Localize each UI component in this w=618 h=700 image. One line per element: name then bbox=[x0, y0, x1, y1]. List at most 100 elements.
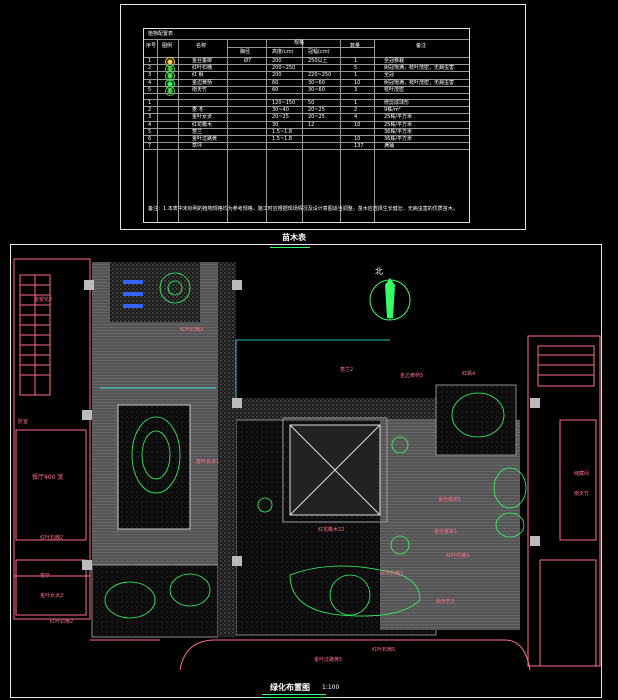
shrubs-row-name: 金叶过路黄 bbox=[192, 136, 218, 142]
shrubs-row-qty: 137 bbox=[354, 143, 364, 150]
trees-row-note: 全冠移栽 bbox=[384, 58, 405, 64]
shrubs-row-note: 25株/平方米 bbox=[384, 121, 413, 128]
right-building bbox=[527, 335, 601, 667]
trees-row-no: 5 bbox=[148, 86, 152, 93]
shrubs-row-name: 金叶女贞 bbox=[192, 114, 213, 121]
building-label-3: 储藏间 bbox=[574, 471, 590, 477]
trees-row-note: 树冠饱满，枝叶茂密，无病虫害 bbox=[384, 65, 455, 72]
label-left-3: 金叶女贞1 bbox=[196, 459, 220, 465]
plan-caption-underline bbox=[262, 694, 326, 698]
trees-row-crown: 30~60 bbox=[308, 86, 325, 93]
shrubs-row-no: 5 bbox=[148, 128, 152, 135]
label-right-4: 南天竹3 bbox=[436, 599, 455, 605]
trees-row-crown: 250以上 bbox=[308, 58, 328, 64]
shrubs-row-qty: 4 bbox=[354, 114, 358, 121]
shrubs-row-height: 20~25 bbox=[272, 114, 289, 121]
water-feature bbox=[123, 280, 143, 308]
trees-row-height: 200 bbox=[272, 58, 282, 64]
shrubs-row-crown: 20~25 bbox=[308, 107, 325, 114]
shrubs-row-name: 草坪 bbox=[192, 143, 203, 150]
header-qty: 数量 bbox=[350, 43, 361, 49]
label-right-3: 红叶石楠3 bbox=[446, 553, 470, 559]
header-no: 序号 bbox=[146, 43, 157, 49]
label-left-6: 红叶石楠2 bbox=[50, 619, 74, 625]
header-height: 高度(cm) bbox=[272, 49, 294, 55]
table-footnote: 备注：1.本表中未标明的植物规格均为参考规格，施工时应根据现场情况及设计意图适当… bbox=[148, 206, 458, 212]
table-sheet-frame bbox=[120, 4, 526, 230]
label-center-7: 金叶过路黄5 bbox=[314, 657, 343, 663]
gravel-path-north bbox=[236, 398, 436, 420]
trees-row-crown: 30~60 bbox=[308, 79, 325, 86]
trees-row-note: 树冠饱满，枝叶茂密，无病虫害 bbox=[384, 79, 455, 86]
shrubs-row-no: 3 bbox=[148, 114, 152, 121]
trees-row-height: 200~250 bbox=[272, 65, 296, 72]
shrubs-row-note: 9株/m² bbox=[384, 107, 401, 114]
building-label-2: 客厅 bbox=[40, 573, 51, 579]
shrubs-row-note: 36株/平方米 bbox=[384, 128, 413, 135]
shrubs-row-height: 120~150 bbox=[272, 100, 296, 106]
trees-row-no: 4 bbox=[148, 79, 152, 86]
label-right-2: 金丝垂柳1 bbox=[438, 497, 462, 503]
label-center-1: 葱兰2 bbox=[340, 367, 354, 373]
building-label-4: 南天竹 bbox=[574, 491, 590, 497]
left-building bbox=[13, 258, 91, 620]
label-center-3: 红花檵木22 bbox=[318, 527, 345, 533]
label-center-4: 金丝垂柳1 bbox=[434, 529, 458, 535]
shrubs-row-crown: 12 bbox=[308, 121, 315, 128]
trees-row-diam: Ø7 bbox=[244, 58, 252, 64]
trees-row-height: 60 bbox=[272, 79, 279, 86]
shrubs-row-crown: 50 bbox=[308, 100, 315, 106]
label-left-1: 金银花2 bbox=[34, 297, 53, 303]
header-spec: 规格 bbox=[294, 40, 305, 46]
plant-symbol-icon bbox=[165, 85, 175, 96]
shrubs-row-no: 7 bbox=[148, 143, 152, 150]
shrubs-row-name: 葱兰 bbox=[192, 128, 203, 135]
shrubs-row-height: 30 bbox=[272, 121, 279, 128]
header-crown: 冠幅(cm) bbox=[308, 49, 330, 55]
label-left-5: 金叶女贞2 bbox=[40, 593, 64, 599]
building-label-1: 卧室 bbox=[18, 419, 29, 425]
planter-west bbox=[117, 404, 191, 530]
trees-row-no: 1 bbox=[148, 58, 152, 64]
trees-row-no: 2 bbox=[148, 65, 152, 72]
shrubs-row-qty: 1 bbox=[354, 100, 358, 106]
trees-row-qty: 5 bbox=[354, 65, 358, 72]
trees-row-qty: 1 bbox=[354, 72, 358, 79]
plan-scale: 1:100 bbox=[322, 684, 340, 691]
label-center-5: 红叶石楠3 bbox=[380, 571, 404, 577]
trees-row-name: 南天竹 bbox=[192, 86, 208, 93]
header-note: 备注 bbox=[416, 43, 427, 49]
trees-row-name: 金边黄杨 bbox=[192, 79, 213, 86]
pillars bbox=[82, 280, 540, 570]
shrubs-row-height: 1.5~1.8 bbox=[272, 128, 293, 135]
shrubs-row-qty: 10 bbox=[354, 136, 361, 142]
lawn-northeast bbox=[435, 384, 517, 456]
shrubs-row-note: 36株/平方米 bbox=[384, 136, 413, 142]
table-caption: 苗木表 bbox=[282, 233, 306, 242]
shrubs-row-height: 30~40 bbox=[272, 107, 289, 114]
trees-row-height: 60 bbox=[272, 86, 279, 93]
cyan-edges bbox=[100, 339, 390, 398]
shrubs-row-height: 1.5~1.8 bbox=[272, 136, 293, 142]
north-arrow bbox=[369, 278, 411, 321]
road-curve bbox=[179, 639, 531, 671]
table-title: 植物配置表 bbox=[148, 31, 174, 37]
shrubs-row-note: 修剪成球形 bbox=[384, 100, 410, 106]
trees-row-no: 3 bbox=[148, 72, 152, 79]
trees-row-name: 红 枫 bbox=[192, 72, 204, 79]
trees-row-qty: 10 bbox=[354, 79, 361, 86]
shrubs-row-name: 麦 冬 bbox=[192, 107, 204, 114]
trees-row-name: 红叶石楠 bbox=[192, 65, 213, 72]
trees-row-name: 金丝垂柳 bbox=[192, 58, 213, 64]
label-center-6: 红叶石楠5 bbox=[372, 647, 396, 653]
label-right-1: 红枫4 bbox=[462, 371, 476, 377]
gravel-path-west bbox=[218, 262, 236, 637]
plan-caption: 绿化布置图 bbox=[270, 683, 310, 692]
trees-row-qty: 1 bbox=[354, 58, 358, 64]
header-diam: 胸径 bbox=[240, 49, 251, 55]
header-icon: 图例 bbox=[162, 43, 173, 49]
shrubs-row-no: 6 bbox=[148, 136, 152, 142]
shrubs-row-qty: 10 bbox=[354, 121, 361, 128]
shrubs-row-no: 2 bbox=[148, 107, 152, 114]
